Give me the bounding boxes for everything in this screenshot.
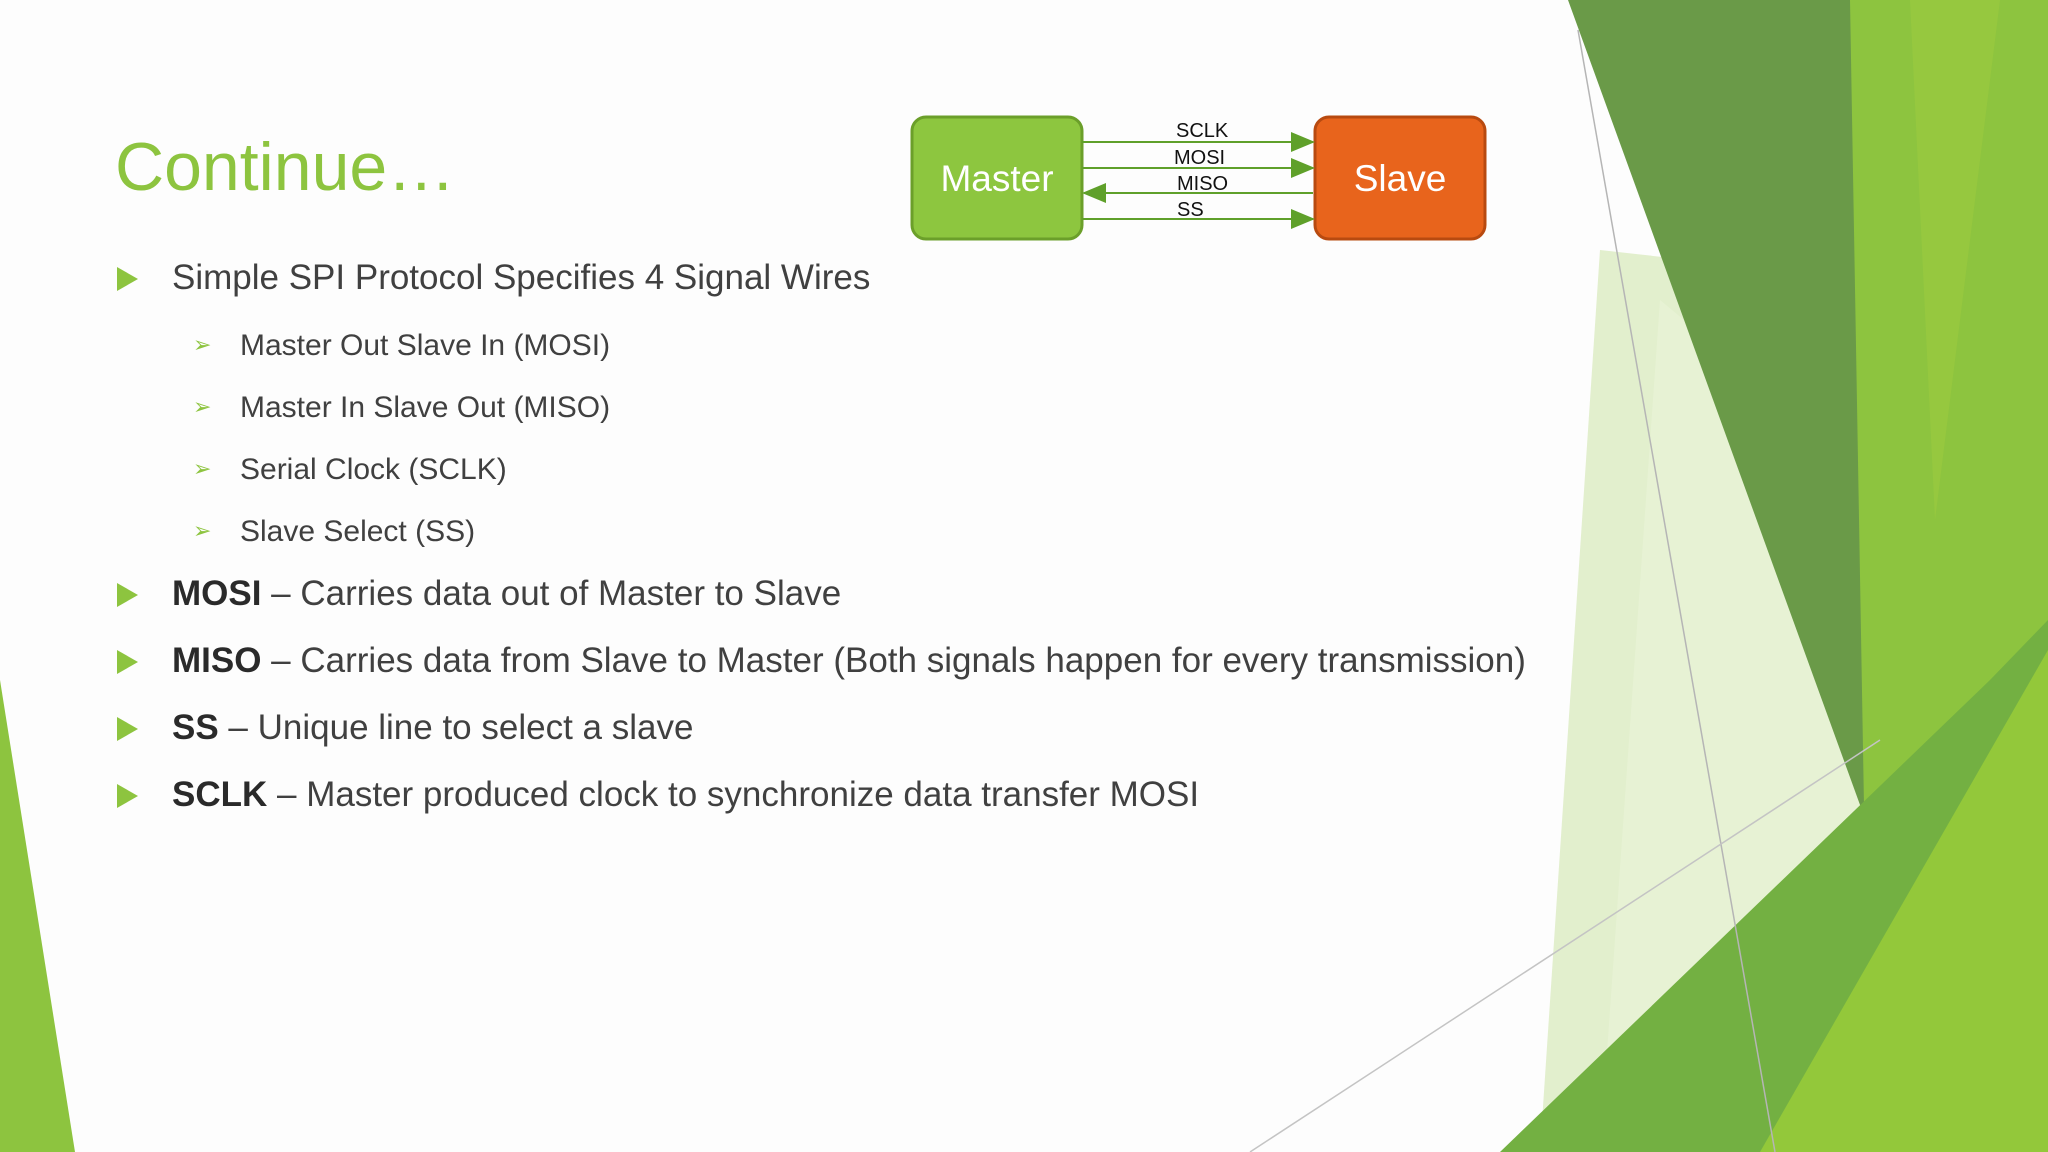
arrow-bullet-icon: ➢ — [193, 395, 212, 420]
slave-label: Slave — [1354, 158, 1447, 199]
right-bright-shape — [1910, 0, 2000, 520]
arrow-bullet-icon: ➢ — [193, 457, 212, 482]
arrow-bullet-icon: ➢ — [193, 333, 212, 358]
triangle-bullet-icon — [117, 784, 138, 808]
thin-line-2 — [1249, 739, 1881, 1152]
term: MISO — [172, 641, 262, 680]
slide-title: Continue… — [115, 129, 456, 205]
spi-diagram: Master Slave SCLK MOSI MISO SS — [910, 115, 1487, 241]
triangle-bullet-icon — [117, 717, 138, 741]
triangle-bullet-icon — [117, 583, 138, 607]
bottom-right-bright-shape — [1760, 650, 2048, 1152]
arrow-bullet-icon: ➢ — [193, 519, 212, 544]
signal-label-miso: MISO — [1177, 173, 1228, 195]
term: MOSI — [172, 574, 262, 613]
triangle-bullet-icon — [117, 267, 138, 291]
left-edge-green-shape — [0, 680, 75, 1152]
term: SS — [172, 708, 219, 747]
master-label: Master — [940, 158, 1053, 199]
slave-box — [1313, 115, 1487, 241]
signal-label-mosi: MOSI — [1174, 147, 1225, 169]
master-box — [910, 115, 1084, 241]
signal-label-sclk: SCLK — [1176, 120, 1229, 142]
term: SCLK — [172, 775, 268, 814]
right-dark-shape — [1568, 0, 1925, 860]
signal-label-ss: SS — [1177, 199, 1204, 221]
triangle-bullet-icon — [117, 650, 138, 674]
thin-line-1 — [1577, 29, 1776, 1152]
